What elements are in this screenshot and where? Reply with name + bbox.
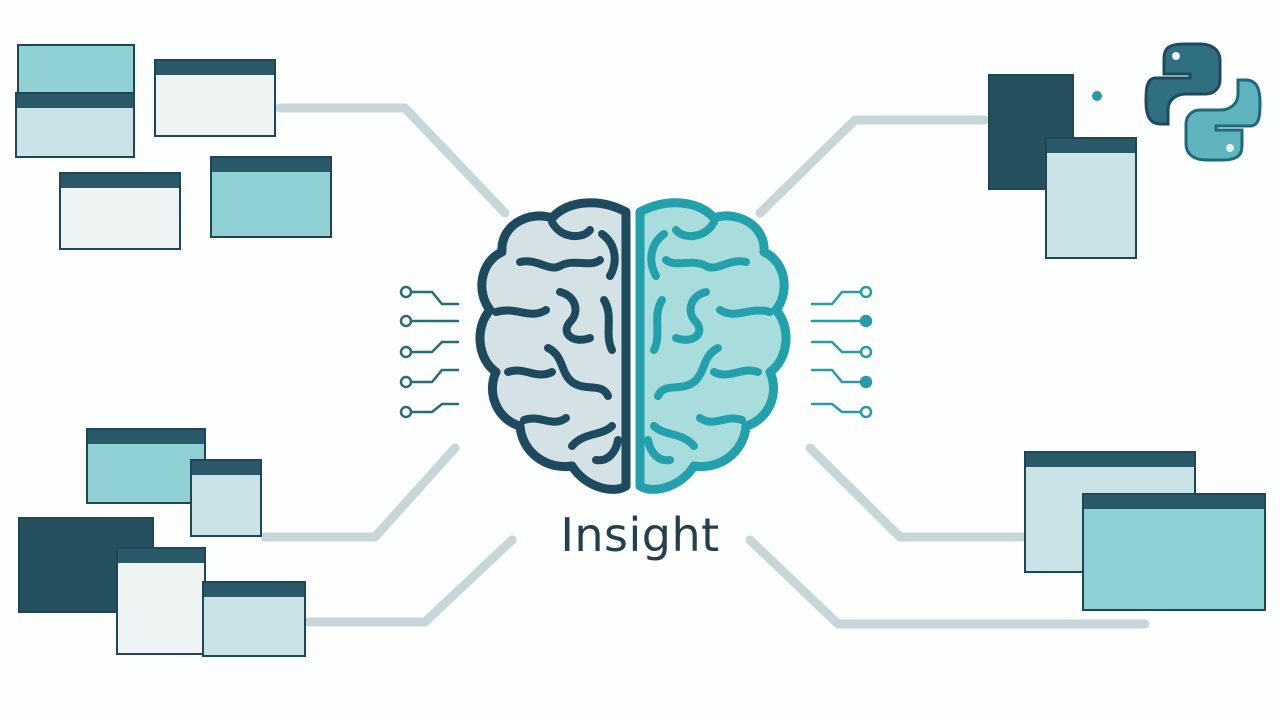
window-top-right-2 (1045, 137, 1137, 259)
connector-bottom-left-lower (303, 535, 517, 627)
window-bottom-left-5 (202, 581, 306, 657)
window-bottom-right-2 (1082, 493, 1266, 611)
window-top-left-1 (17, 44, 135, 98)
brain-icon (475, 198, 791, 494)
window-top-left-5 (210, 156, 332, 238)
connector-bottom-right-upper (805, 443, 1030, 542)
window-top-left-2 (15, 92, 135, 158)
decor-dot (1092, 91, 1102, 101)
python-logo-icon (1144, 42, 1262, 162)
window-bottom-left-1 (86, 428, 206, 504)
window-top-left-4 (59, 172, 181, 250)
circuit-icon-left (399, 285, 460, 419)
window-bottom-left-4 (116, 547, 206, 655)
circuit-icon-right (810, 285, 873, 419)
insight-title: Insight (560, 508, 720, 562)
connector-top-left (275, 103, 510, 218)
connector-bottom-right-lower (745, 535, 1150, 629)
connector-top-right (755, 115, 990, 218)
window-bottom-left-2 (190, 459, 262, 537)
window-top-left-3 (154, 59, 276, 137)
connector-bottom-left-upper (260, 443, 460, 542)
